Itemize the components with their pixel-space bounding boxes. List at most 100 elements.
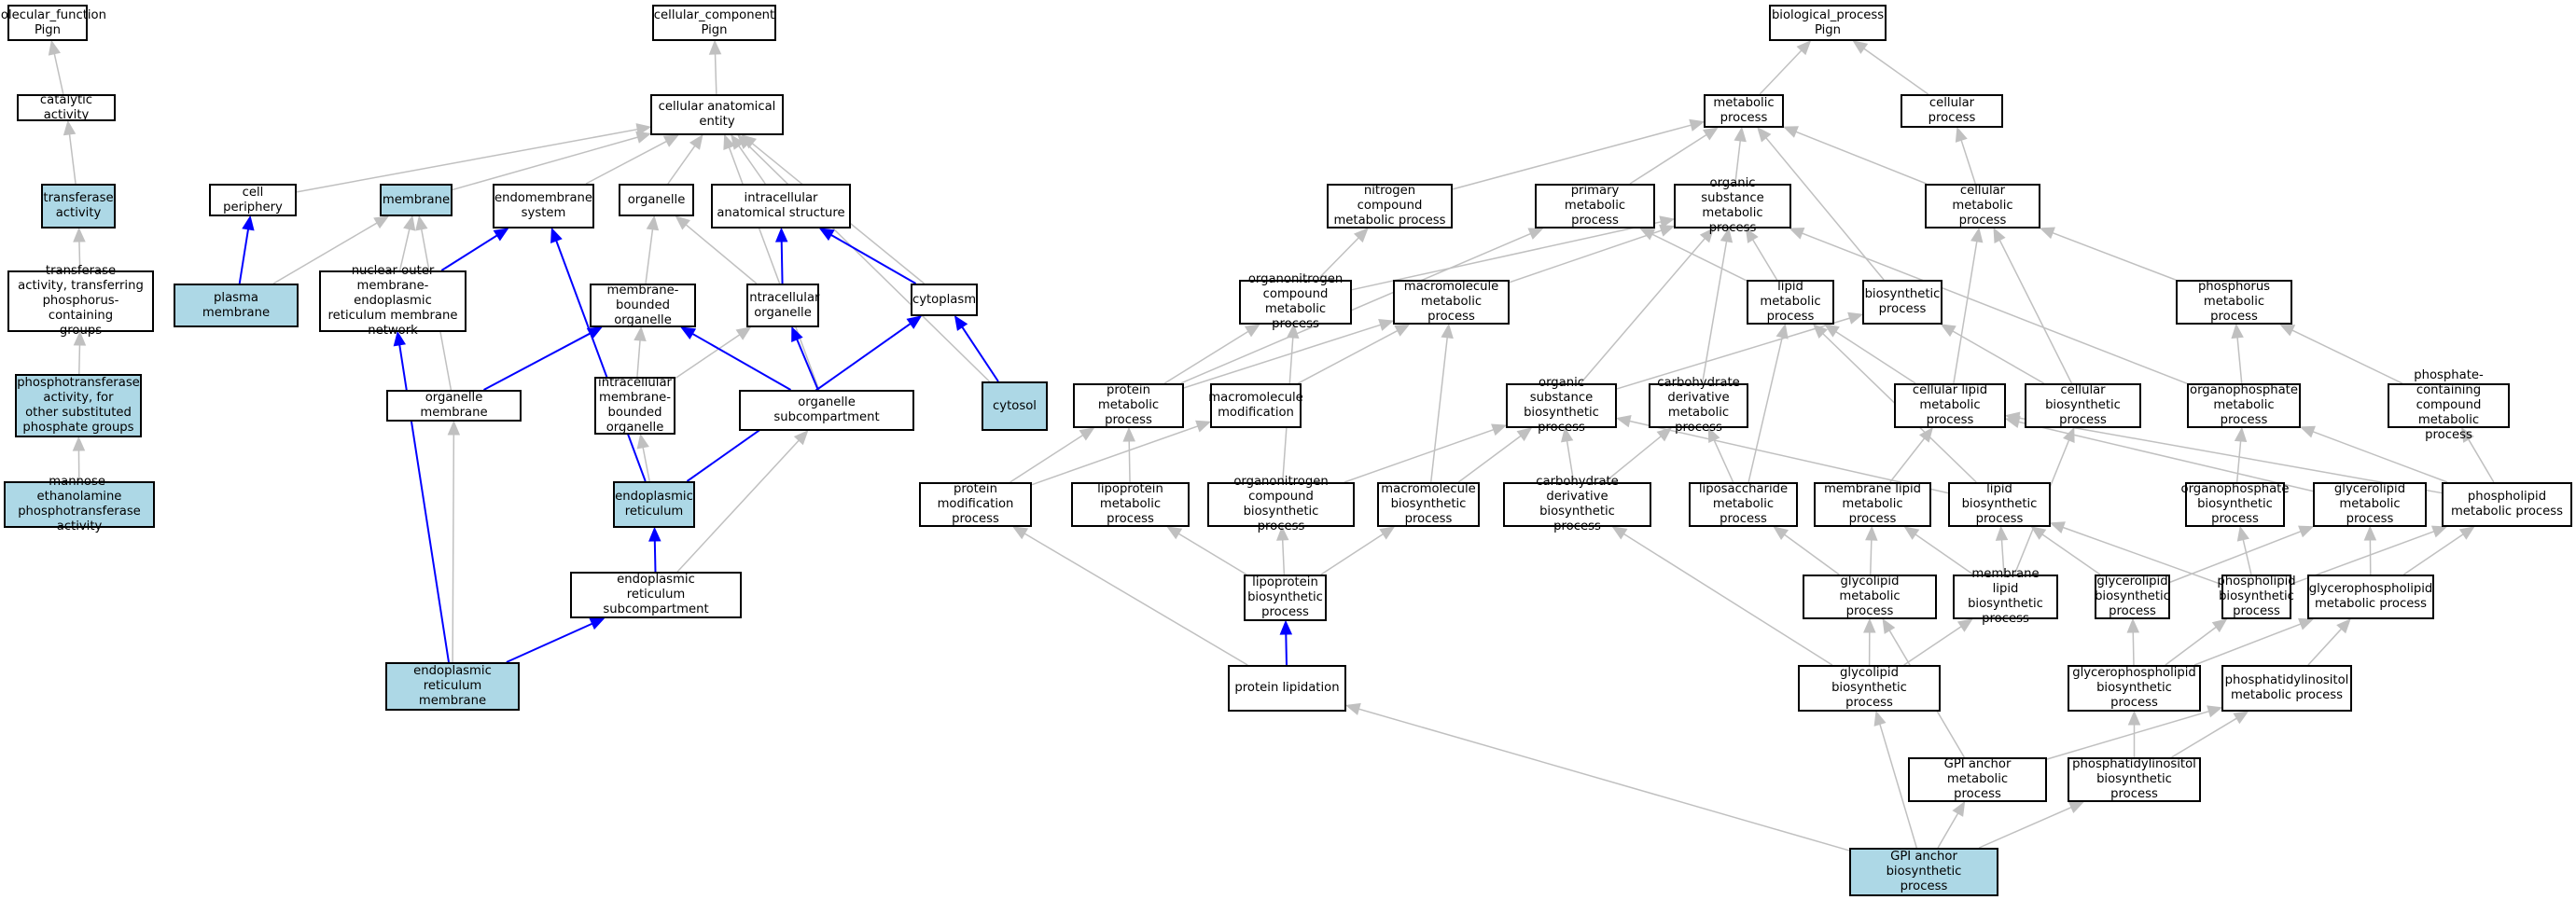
go-term-node: endomembrane system [493, 184, 594, 228]
is-a-edge [2363, 525, 2377, 575]
is-a-edge [1012, 526, 1248, 666]
go-term-node: organelle subcompartment [739, 390, 914, 431]
part-of-edge [440, 228, 509, 271]
go-term-node: cell periphery [209, 184, 297, 216]
go-term-node: organonitrogen compound metabolic proces… [1239, 272, 1352, 331]
is-a-edge [737, 134, 990, 382]
is-a-edge [723, 133, 820, 391]
is-a-edge [2039, 227, 2177, 281]
is-a-edge [1937, 800, 1966, 849]
is-a-edge [1757, 127, 1885, 281]
is-a-edge [675, 215, 758, 284]
is-a-edge [1995, 525, 2009, 575]
go-term-node: transferase activity [41, 184, 116, 228]
part-of-edge [1279, 619, 1293, 666]
go-term-node: lipid metabolic process [1747, 280, 1834, 325]
go-term-node: cellular_component Pign [652, 5, 776, 41]
is-a-edge [1320, 526, 1396, 575]
is-a-edge [1889, 427, 1933, 483]
part-of-edge [680, 326, 791, 391]
is-a-edge [2193, 617, 2315, 666]
is-a-edge [1452, 118, 1706, 190]
is-a-edge [708, 39, 722, 95]
is-a-edge [1823, 324, 1916, 384]
go-term-node: cellular process [1901, 94, 2003, 128]
go-term-node: protein lipidation [1228, 665, 1346, 712]
go-term-node: organophosphate biosynthetic process [2180, 482, 2290, 527]
part-of-edge [483, 326, 603, 391]
go-term-node: membrane-bounded organelle [590, 284, 696, 327]
go-term-node: cellular anatomical entity [650, 94, 784, 135]
go-term-node: carbohydrate derivative biosynthetic pro… [1503, 475, 1651, 533]
go-term-node: phospholipid biosynthetic process [2217, 575, 2296, 619]
go-term-node: metabolic process [1704, 94, 1784, 128]
go-term-node: protein metabolic process [1073, 383, 1184, 428]
is-a-edge [1852, 40, 1929, 95]
go-term-node: organelle membrane [386, 390, 522, 422]
go-term-node: lipoprotein biosynthetic process [1244, 575, 1327, 621]
go-term-node: glycerophospholipid metabolic process [2307, 575, 2434, 619]
is-a-edge [1734, 126, 1747, 185]
go-term-node: protein modification process [919, 482, 1032, 527]
go-term-node: membrane lipid biosynthetic process [1953, 567, 2058, 626]
is-a-edge [634, 325, 647, 378]
go-term-node: nitrogen compound metabolic process [1327, 184, 1453, 228]
go-term-node: endoplasmic reticulum membrane [385, 662, 520, 711]
is-a-edge [1940, 324, 2045, 384]
is-a-edge [1616, 312, 1864, 390]
go-term-node: phosphorus metabolic process [2176, 280, 2292, 325]
is-a-edge [1316, 228, 1369, 281]
is-a-edge [2402, 526, 2475, 575]
go-term-node: organic substance biosynthetic process [1506, 376, 1617, 435]
go-term-node: cellular metabolic process [1925, 184, 2040, 228]
is-a-edge [1163, 324, 1260, 384]
go-term-node: macromolecule modification [1208, 383, 1303, 428]
go-term-node: endoplasmic reticulum [613, 481, 695, 528]
go-term-node: phosphotransferase activity, for other s… [15, 374, 142, 437]
is-a-edge [452, 131, 652, 191]
is-a-edge [645, 215, 660, 284]
is-a-edge [2461, 426, 2495, 483]
is-a-edge [2049, 521, 2222, 586]
go-term-node: intracellular membrane-bounded organelle [594, 376, 675, 435]
is-a-edge [1701, 227, 1734, 384]
is-a-edge [73, 330, 87, 375]
is-a-edge [1745, 227, 1778, 281]
go-term-node: GPI anchor biosynthetic process [1849, 848, 1998, 896]
go-term-node: intracellular anatomical structure [711, 184, 851, 228]
is-a-edge [1351, 215, 1676, 291]
is-a-edge [1707, 426, 1734, 483]
part-of-edge [774, 227, 788, 284]
is-a-edge [1773, 526, 1840, 575]
is-a-edge [1611, 526, 1833, 666]
go-term-node: catalytic activity [17, 93, 116, 122]
part-of-edge [818, 228, 917, 284]
go-term-node: transferase activity, transferring phosp… [7, 264, 154, 338]
go-term-node: biosynthetic process [1862, 280, 1942, 325]
is-a-edge [63, 119, 77, 185]
is-a-edge [1183, 319, 1395, 389]
is-a-edge [1955, 126, 1976, 185]
is-a-edge [1122, 426, 1135, 483]
is-a-edge [1782, 126, 1928, 185]
part-of-edge [550, 227, 647, 482]
go-term-node: phosphatidylinositol biosynthetic proces… [2068, 757, 2201, 802]
is-a-edge [675, 326, 752, 380]
is-a-edge [2126, 617, 2140, 666]
go-term-node: cellular lipid metabolic process [1894, 383, 2006, 428]
go-term-node: phosphatidylinositol metabolic process [2221, 665, 2352, 712]
is-a-edge [1615, 415, 1949, 494]
go-term-node: organelle [619, 184, 694, 216]
go-term-node: organophosphate metabolic process [2187, 383, 2301, 428]
part-of-edge [238, 215, 255, 284]
is-a-edge [1903, 526, 1974, 575]
is-a-edge [2004, 411, 2443, 494]
is-a-edge [1993, 227, 2073, 384]
is-a-edge [73, 227, 86, 271]
is-a-edge [1166, 526, 1247, 575]
go-term-node: macromolecule metabolic process [1393, 280, 1510, 325]
go-term-node: cytoplasm [911, 284, 978, 316]
is-a-edge [447, 420, 461, 663]
go-term-node: glycolipid metabolic process [1803, 575, 1937, 619]
